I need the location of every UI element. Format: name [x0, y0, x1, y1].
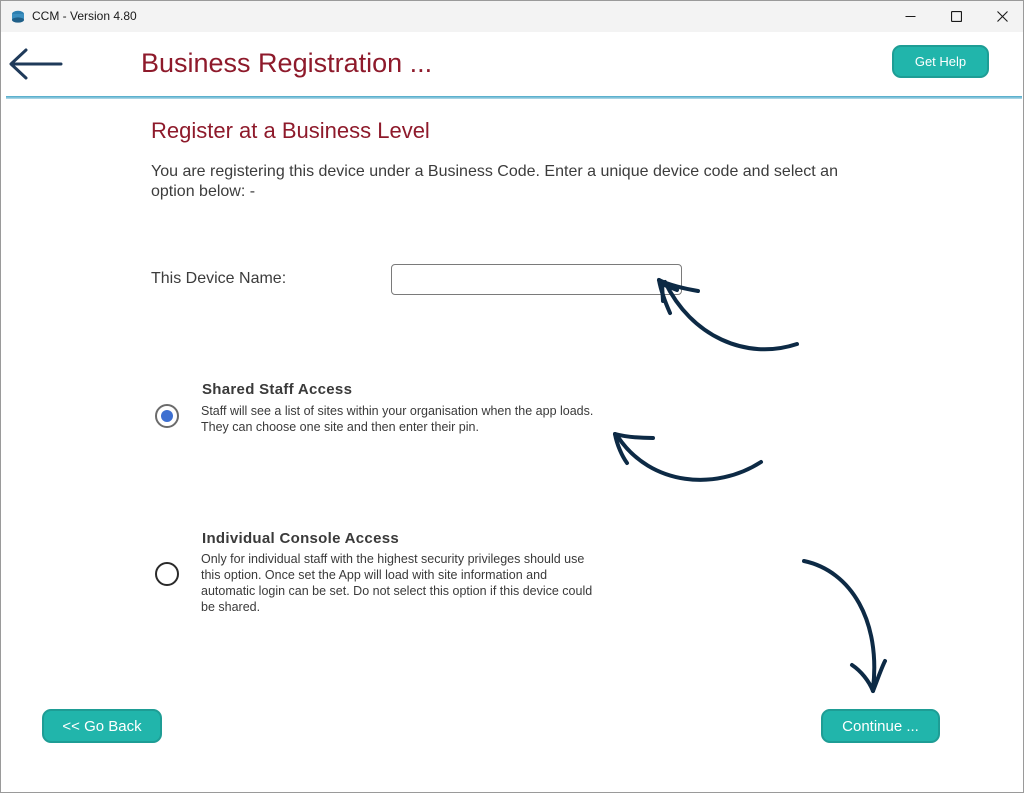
- title-bar: CCM - Version 4.80: [1, 1, 1023, 32]
- page-title: Business Registration ...: [141, 48, 433, 78]
- close-icon: [996, 11, 1008, 22]
- window-title: CCM - Version 4.80: [32, 9, 137, 23]
- maximize-icon: [950, 11, 962, 22]
- individual-console-access-description: Only for individual staff with the highe…: [201, 552, 593, 614]
- section-title: Register at a Business Level: [151, 118, 430, 143]
- individual-console-access-radio[interactable]: [155, 562, 179, 586]
- shared-staff-access-description: Staff will see a list of sites within yo…: [201, 404, 594, 434]
- annotation-arrow-icon: [802, 559, 887, 693]
- device-name-input[interactable]: [391, 264, 682, 295]
- intro-text: You are registering this device under a …: [151, 163, 838, 200]
- get-help-button[interactable]: Get Help: [892, 45, 989, 78]
- shared-staff-access-radio[interactable]: [155, 404, 179, 428]
- minimize-button[interactable]: [887, 1, 933, 32]
- maximize-button[interactable]: [933, 1, 979, 32]
- shared-staff-access-title: Shared Staff Access: [202, 381, 353, 398]
- ccm-app-icon: [12, 10, 24, 23]
- minimize-icon: [905, 16, 915, 17]
- device-name-label: This Device Name:: [151, 270, 287, 287]
- individual-console-access-title: Individual Console Access: [202, 530, 399, 547]
- go-back-button[interactable]: << Go Back: [42, 709, 162, 743]
- annotation-arrow-icon: [613, 432, 763, 482]
- close-button[interactable]: [979, 1, 1024, 32]
- header-divider: [6, 96, 1022, 99]
- continue-button[interactable]: Continue ...: [821, 709, 940, 743]
- back-arrow-icon[interactable]: [7, 47, 65, 81]
